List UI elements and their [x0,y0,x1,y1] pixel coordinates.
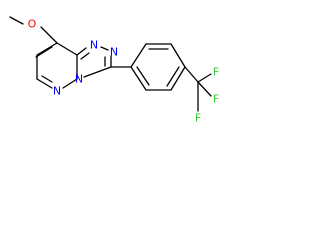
fluorine-f3-label: F [195,112,201,125]
bond-c-f2 [197,81,212,97]
bond-n5-n4 [62,78,78,89]
bond-c3-n4 [83,66,112,78]
bond-ph4-ph5 [170,66,186,91]
bond-c8a-n1 [76,47,87,56]
fluorine-f1-atom: F [213,66,219,79]
bond-c8a-n1-double [80,52,90,60]
bond-c6-n5-double [41,75,53,83]
bond-c-f1 [197,73,212,83]
atom-labels: O N N N N F F F [28,18,220,125]
nitrogen-n1-atom: N [90,39,98,52]
nitrogen-n2-atom: N [110,46,118,59]
fluorine-f1-label: F [213,66,219,79]
fluorine-f3-atom: F [195,112,201,125]
bond-ph4-cf3 [184,66,199,83]
bond-c6-n5 [36,78,53,89]
bond-n1-n2 [100,46,109,51]
bond-o-c8 [40,26,58,44]
bond-ph6-ph1 [130,66,147,91]
nitrogen-n4-label: N [75,73,83,86]
nitrogen-n5-atom: N [53,85,61,98]
bond-c8-c7 [36,42,58,56]
fluorine-f2-atom: F [213,93,219,106]
nitrogen-n1-label: N [90,39,98,52]
nitrogen-n2-label: N [110,46,118,59]
bond-ph3-ph4 [170,43,186,68]
bond-ph4-ph5-double [166,66,180,87]
nitrogen-n4-atom: N [75,73,83,86]
bond-c8a-c8 [56,42,78,56]
bond-methyl-o [9,16,24,25]
bonds [9,16,212,112]
oxygen-atom: O [28,18,37,31]
bond-c7-c7-double [35,46,53,58]
molecule-structure: O N N N N F F F [9,16,220,125]
fluorine-f2-label: F [213,93,219,106]
oxygen-label: O [28,18,37,31]
nitrogen-n5-label: N [53,85,61,98]
bond-ph1-ph2 [130,43,147,68]
bond-ph6-ph1-double [136,66,150,86]
